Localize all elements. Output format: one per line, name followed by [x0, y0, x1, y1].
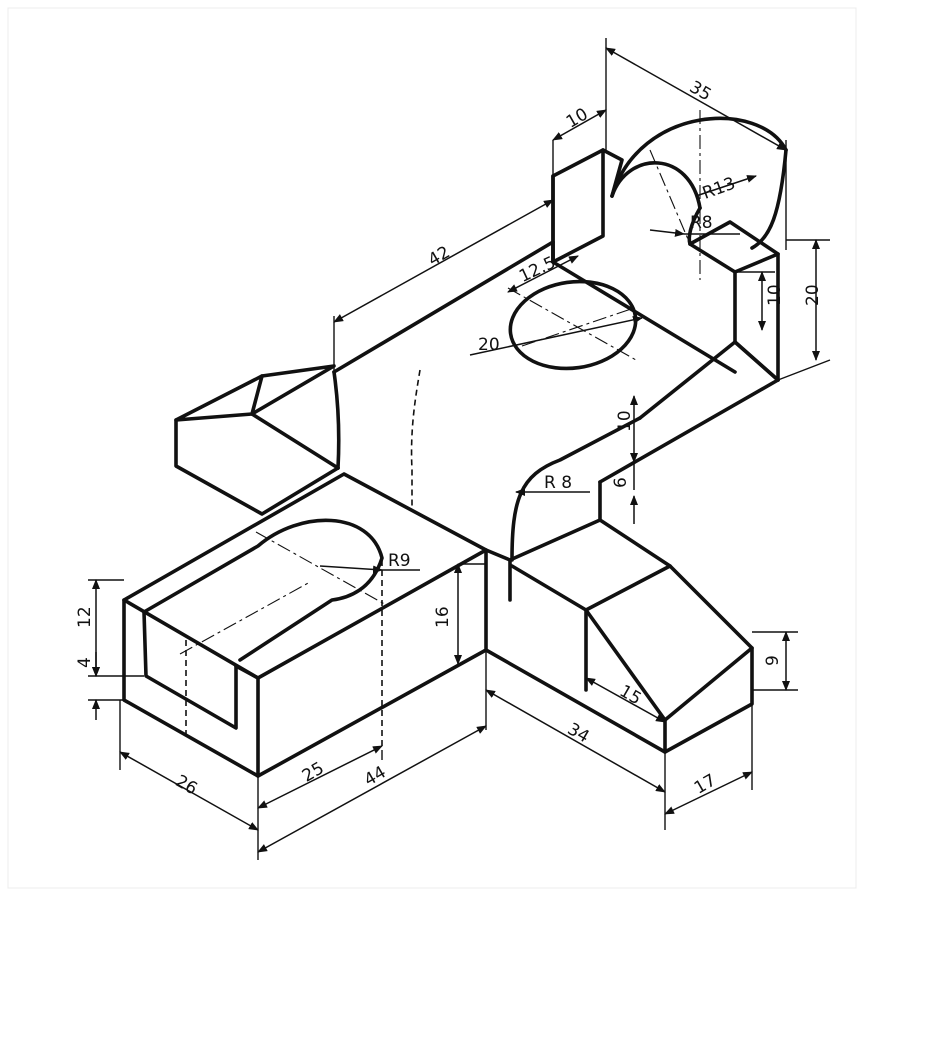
dim-label-r13: R13 — [700, 174, 738, 204]
scan-frame — [7, 7, 857, 889]
dimension-labels: 35 10 R13 R8 42 12.5 20 10 20 10 6 R 8 R… — [75, 77, 823, 799]
dim-label-r8-mid: R 8 — [544, 473, 572, 493]
dim-label-12-5: 12.5 — [516, 253, 559, 287]
dim-label-9: 9 — [763, 655, 783, 666]
dim-label-r9: R9 — [388, 551, 411, 571]
dim-label-34: 34 — [564, 719, 593, 747]
dim-label-6: 6 — [611, 477, 631, 488]
dimension-lines — [88, 38, 831, 860]
dim-label-20-right: 20 — [803, 284, 823, 306]
dim-label-25: 25 — [299, 758, 328, 786]
dim-label-17: 17 — [691, 770, 720, 798]
dim-label-35: 35 — [686, 77, 715, 105]
dim-label-4: 4 — [75, 657, 95, 668]
dim-label-10-mid: 10 — [615, 410, 635, 432]
part-outline — [122, 116, 788, 778]
dim-label-16: 16 — [433, 606, 453, 628]
dim-label-10-top: 10 — [563, 104, 592, 132]
dim-label-r8-top: R8 — [690, 213, 713, 233]
dim-label-42: 42 — [425, 242, 454, 270]
dim-label-12: 12 — [75, 606, 95, 628]
dim-label-20-hole: 20 — [478, 335, 500, 355]
dim-label-44: 44 — [361, 762, 390, 790]
dim-label-10-step: 10 — [765, 284, 785, 306]
